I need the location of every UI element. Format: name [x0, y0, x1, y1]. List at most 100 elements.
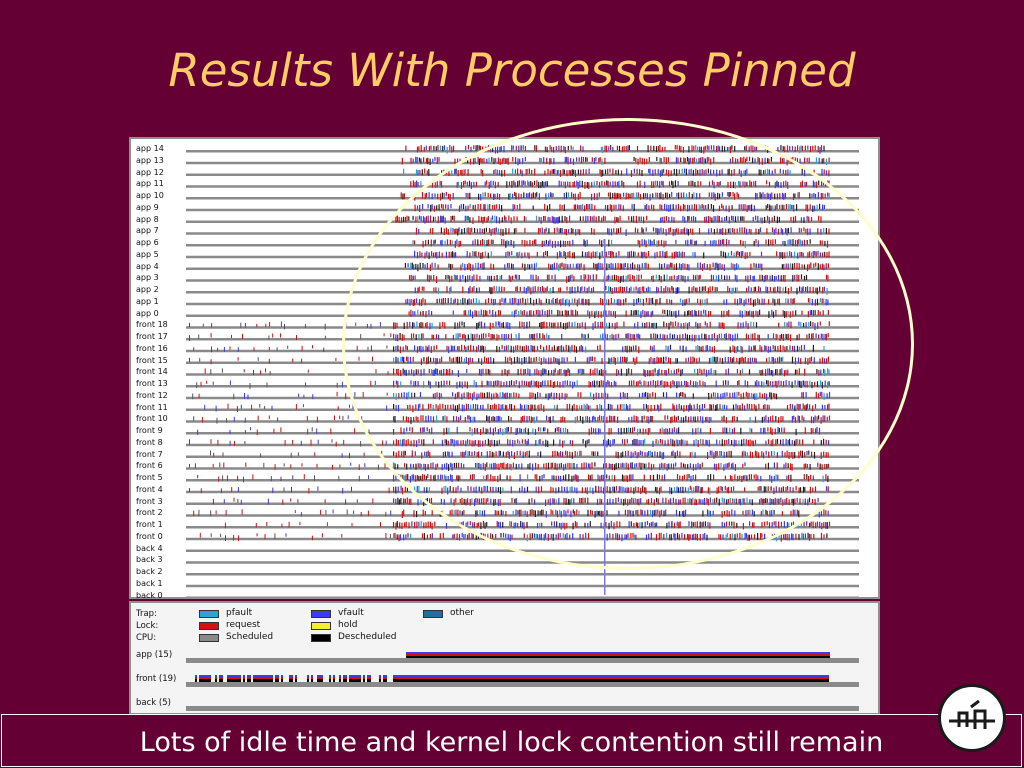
- legend-descheduled-label: Descheduled: [338, 632, 397, 642]
- row-label: app 5: [136, 249, 159, 259]
- row-baseline: [186, 502, 859, 505]
- row-activity: [400, 192, 830, 201]
- row-activity: [193, 509, 829, 518]
- row-baseline: [186, 443, 859, 447]
- row-baseline: [186, 537, 859, 541]
- row-label: front 8: [136, 437, 163, 447]
- row-label: front 17: [136, 332, 168, 341]
- row-baseline: [186, 291, 859, 294]
- pfault-swatch: [199, 610, 219, 618]
- row-activity: [189, 438, 830, 448]
- cpu-summary-graph: [186, 652, 859, 711]
- legend-hold-label: hold: [338, 620, 358, 630]
- legend-panel: Trap: Lock: CPU: pfault vfault other req…: [129, 601, 880, 715]
- row-label: back 0: [136, 590, 163, 600]
- row-baseline: [186, 197, 859, 200]
- row-label: back 3: [136, 555, 163, 565]
- row-baseline: [186, 455, 859, 458]
- hold-swatch: [311, 622, 331, 630]
- row-label: front 3: [136, 496, 163, 506]
- row-activity: [189, 321, 830, 331]
- request-swatch: [199, 622, 219, 630]
- row-baseline: [186, 150, 859, 153]
- summary-activity: [406, 652, 830, 658]
- row-activity: [404, 262, 829, 272]
- summary-label-back: back (5): [136, 698, 171, 708]
- row-activity: [193, 344, 825, 354]
- row-activity: [405, 297, 829, 307]
- row-activity: [210, 450, 829, 460]
- row-activity: [412, 239, 829, 248]
- legend-vfault-label: vfault: [338, 608, 364, 618]
- time-cursor-line: [604, 239, 606, 595]
- row-baseline: [186, 232, 859, 235]
- row-label: app 9: [136, 202, 159, 212]
- row-baseline: [186, 396, 859, 400]
- institution-logo: [938, 684, 1006, 752]
- row-baseline: [186, 490, 859, 494]
- row-label: front 6: [136, 461, 163, 471]
- row-activity: [197, 474, 829, 483]
- row-label: back 1: [136, 578, 163, 588]
- row-activity: [395, 215, 822, 224]
- row-activity: [414, 203, 825, 213]
- row-label: app 7: [136, 226, 159, 236]
- row-activity: [204, 368, 830, 377]
- row-baseline: [186, 549, 859, 552]
- other-swatch: [423, 610, 443, 618]
- summary-baseline: [186, 706, 859, 711]
- row-activity: [403, 168, 830, 178]
- row-activity: [189, 333, 829, 342]
- timeline-graph: [186, 145, 859, 597]
- row-activity: [196, 380, 830, 389]
- legend-other-label: other: [450, 608, 474, 618]
- row-baseline: [186, 479, 859, 482]
- row-baseline: [186, 420, 859, 423]
- row-label: app 3: [136, 273, 159, 283]
- summary-label-app: app (15): [136, 650, 173, 660]
- row-label: front 7: [136, 449, 163, 459]
- slide-caption: Lots of idle time and kernel lock conten…: [139, 727, 884, 758]
- row-activity: [199, 532, 828, 542]
- row-baseline: [186, 432, 859, 435]
- slide-title: Results With Processes Pinned: [168, 44, 856, 97]
- summary-baseline: [186, 658, 859, 663]
- vfault-swatch: [311, 610, 331, 618]
- row-activity: [197, 427, 821, 436]
- row-label: app 14: [136, 144, 164, 153]
- summary-activity: [195, 675, 829, 682]
- row-label: front 0: [136, 531, 163, 541]
- legend-cpu-header: CPU:: [136, 633, 157, 643]
- row-label: back 4: [136, 543, 163, 553]
- row-baseline: [186, 220, 859, 223]
- row-activity: [414, 286, 828, 295]
- row-baseline: [186, 302, 859, 306]
- row-activity: [415, 227, 830, 237]
- row-baseline: [186, 373, 859, 376]
- row-label: front 13: [136, 379, 168, 388]
- row-label: front 2: [136, 508, 163, 518]
- row-label: front 11: [136, 402, 168, 412]
- legend-request-label: request: [226, 620, 261, 630]
- row-label: front 5: [136, 473, 163, 482]
- summary-baseline: [186, 682, 859, 687]
- row-activity: [189, 356, 829, 366]
- row-activity: [408, 309, 829, 319]
- row-label: front 12: [136, 390, 168, 400]
- row-label: front 4: [136, 484, 163, 494]
- row-baseline: [186, 361, 859, 364]
- row-label: app 12: [136, 167, 164, 177]
- row-label: front 15: [136, 355, 168, 365]
- row-baseline: [186, 326, 859, 329]
- row-baseline: [186, 244, 859, 247]
- logo-mark-icon: [949, 699, 995, 729]
- row-label: front 10: [136, 414, 168, 424]
- row-label: back 2: [136, 567, 163, 576]
- row-baseline: [186, 596, 859, 597]
- row-label: app 8: [136, 214, 159, 224]
- row-baseline: [186, 338, 859, 341]
- row-baseline: [186, 208, 859, 212]
- row-activity: [401, 156, 830, 166]
- row-baseline: [186, 314, 859, 317]
- row-label: app 10: [136, 191, 164, 200]
